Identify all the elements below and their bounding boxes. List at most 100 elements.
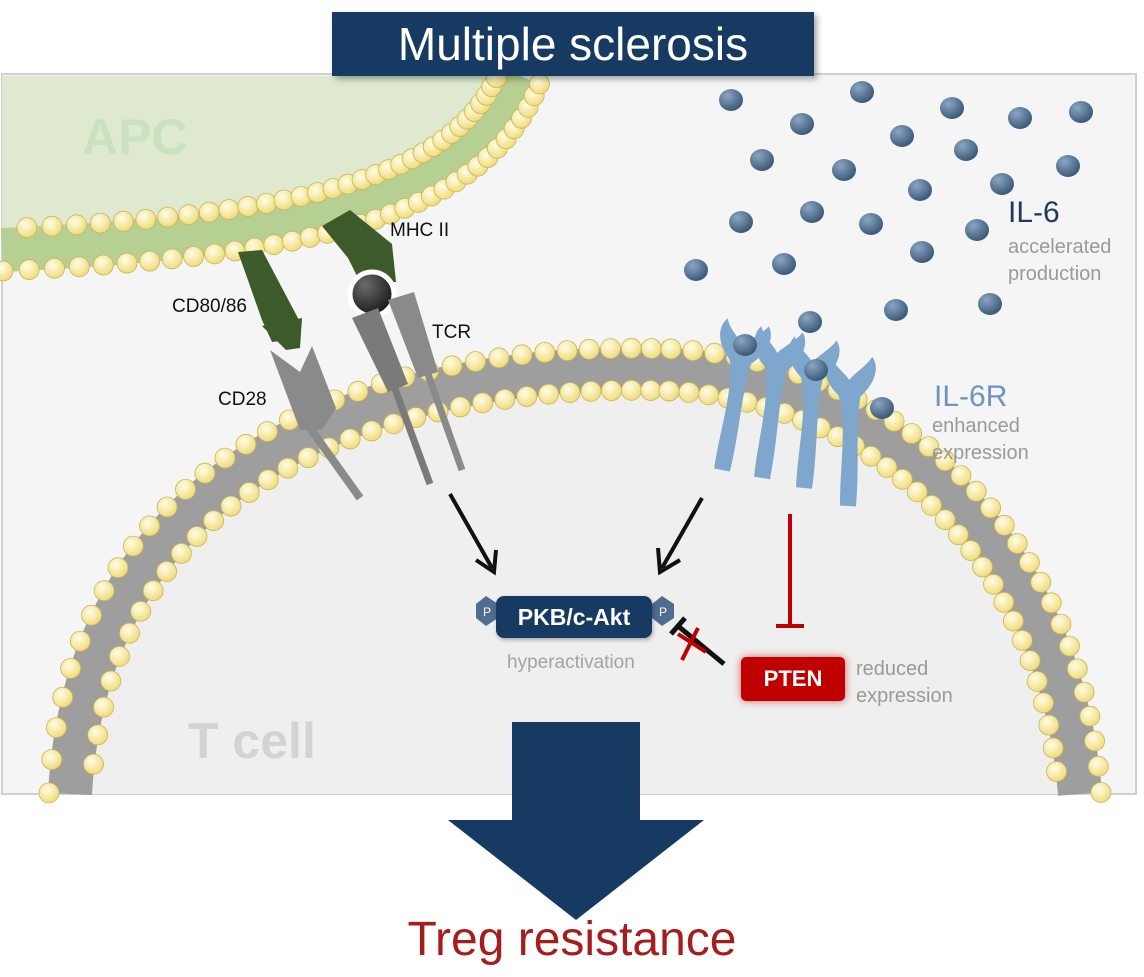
lipid-head xyxy=(1019,650,1041,671)
lipid-head xyxy=(83,753,104,775)
lipid-head xyxy=(698,384,719,406)
lipid-head xyxy=(156,561,178,582)
lipid-head xyxy=(135,208,157,230)
il6-molecule xyxy=(729,211,753,233)
lipid-head xyxy=(980,497,1001,519)
lipid-head xyxy=(68,256,90,278)
lipid-head xyxy=(901,423,923,444)
lipid-head xyxy=(0,260,14,282)
lipid-head xyxy=(41,215,63,237)
apc-membrane xyxy=(0,67,541,272)
lipid-head xyxy=(69,630,91,652)
lipid-head xyxy=(640,380,662,401)
lipid-head xyxy=(1026,671,1048,692)
il6-molecule xyxy=(859,213,883,235)
lipid-head xyxy=(441,355,463,377)
il6-molecule xyxy=(850,81,874,103)
lipid-head xyxy=(60,658,82,679)
lipid-head xyxy=(1046,761,1067,782)
lipid-head xyxy=(947,524,969,546)
lipid-head xyxy=(256,421,278,442)
lipid-head xyxy=(66,214,87,236)
pkb-node: PKB/c-Akt xyxy=(496,596,652,638)
pten-blocked-inhibition xyxy=(669,616,726,666)
lipid-head xyxy=(198,201,220,223)
lipid-head xyxy=(1042,737,1064,759)
lipid-head xyxy=(1059,635,1080,657)
phospho-right: P xyxy=(652,596,674,626)
lipid-head xyxy=(383,413,405,435)
il6-molecule xyxy=(1008,107,1032,129)
lipid-head xyxy=(299,226,321,248)
lipid-head xyxy=(658,380,680,402)
il6r-label: IL-6R xyxy=(934,380,1008,413)
lipid-head xyxy=(87,724,109,746)
pten-label: PTEN xyxy=(763,666,823,691)
il6-molecule xyxy=(890,125,914,147)
lipid-head xyxy=(918,436,940,458)
il6-molecule xyxy=(908,179,932,201)
il6r-receptor xyxy=(714,318,771,472)
tcr-label: TCR xyxy=(432,322,472,343)
lipid-head xyxy=(1033,692,1054,714)
lipid-head xyxy=(1090,782,1112,803)
il6-molecule xyxy=(990,173,1014,195)
lipid-head xyxy=(1030,571,1052,593)
lipid-head xyxy=(237,196,259,217)
lipid-head xyxy=(263,234,285,256)
lipid-head xyxy=(100,670,122,692)
lipid-head xyxy=(130,600,152,622)
lipid-head xyxy=(1087,755,1109,777)
cd28-molecule xyxy=(270,346,364,501)
il6-molecule xyxy=(804,359,828,381)
il6-molecule xyxy=(790,113,814,135)
lipid-head xyxy=(1084,730,1105,752)
lipid-head xyxy=(678,381,700,403)
cd80-86-molecule xyxy=(238,250,302,350)
lipid-head xyxy=(934,450,956,472)
lipid-head xyxy=(142,580,164,602)
lipid-head xyxy=(235,433,257,455)
lipid-head xyxy=(273,189,295,211)
lipid-head xyxy=(170,543,192,564)
lipid-head xyxy=(339,428,361,450)
il6-molecule xyxy=(772,253,796,275)
lipid-head xyxy=(139,515,161,537)
lipid-head xyxy=(93,580,115,602)
phospho-left: P xyxy=(476,596,498,626)
mhc-ii-molecule xyxy=(322,210,397,319)
il6-molecule xyxy=(1056,155,1080,177)
lipid-head xyxy=(214,447,236,469)
il6-molecule xyxy=(719,89,743,111)
lipid-head xyxy=(682,340,704,362)
lipid-head xyxy=(449,396,471,418)
lipid-head xyxy=(277,457,299,479)
tcell-label: T cell xyxy=(188,713,316,769)
lipid-head xyxy=(81,604,102,626)
il6-molecule xyxy=(684,259,708,281)
lipid-head xyxy=(960,540,982,561)
lipid-head xyxy=(361,420,383,442)
lipid-head xyxy=(488,347,510,369)
lipid-head xyxy=(238,482,260,503)
lipid-head xyxy=(218,199,240,220)
cd80-86-label: CD80/86 xyxy=(172,296,247,317)
lipid-head xyxy=(1003,610,1024,632)
il6-molecule xyxy=(733,334,757,356)
lipid-head xyxy=(347,380,369,402)
title-banner: Multiple sclerosis xyxy=(332,12,814,76)
lipid-head xyxy=(52,686,74,708)
il6-molecule xyxy=(798,311,822,333)
lipid-head xyxy=(107,557,129,579)
lipid-head xyxy=(580,380,602,402)
lipid-head xyxy=(1050,613,1072,635)
il6-molecule xyxy=(832,159,856,181)
il6r-receptor xyxy=(825,355,876,507)
antigen-peptide xyxy=(347,269,397,319)
phospho-right-label: P xyxy=(659,605,667,619)
lipid-head xyxy=(1066,658,1088,680)
outcome-label: Treg resistance xyxy=(407,913,737,966)
lipid-head xyxy=(161,248,183,270)
lipid-head xyxy=(906,481,928,503)
